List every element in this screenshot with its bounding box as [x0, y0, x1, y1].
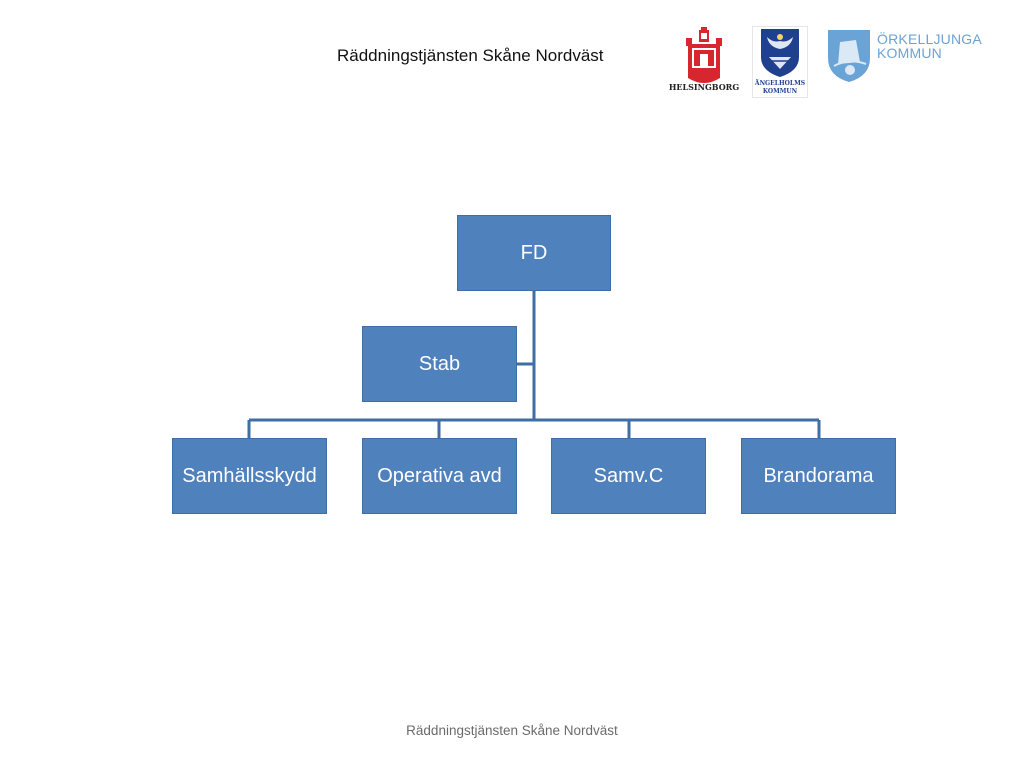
helsingborg-crest-icon [686, 27, 722, 83]
org-box-child-label: Samv.C [593, 464, 664, 487]
org-box-assistant: Stab [362, 326, 517, 402]
helsingborg-caption: HELSINGBORG [668, 82, 740, 92]
org-box-child: Samv.C [551, 438, 706, 514]
org-box-child: Operativa avd [362, 438, 517, 514]
header-title: Räddningstjänsten Skåne Nordväst [337, 46, 604, 65]
orkelljunga-logo [826, 28, 872, 82]
helsingborg-logo [672, 26, 736, 94]
angelholm-caption-line1: ÄNGELHOLMS [754, 80, 806, 87]
orkelljunga-bell-icon [828, 30, 870, 82]
org-box-child: Samhällsskydd [172, 438, 327, 514]
org-box-root-label: FD [520, 241, 548, 264]
org-box-root: FD [457, 215, 611, 291]
angelholm-logo [752, 26, 808, 98]
org-box-child: Brandorama [741, 438, 896, 514]
angelholm-angel-shield-icon [761, 29, 799, 77]
angelholm-caption-line2: KOMMUN [762, 88, 798, 95]
footer-text: Räddningstjänsten Skåne Nordväst [406, 723, 618, 738]
orkelljunga-name-line2: KOMMUN [877, 45, 942, 61]
org-box-child-label: Brandorama [763, 464, 874, 487]
org-box-child-label: Samhällsskydd [182, 464, 317, 487]
orkelljunga-name-line1: ÖRKELLJUNGA [877, 31, 982, 47]
org-box-assistant-label: Stab [418, 352, 461, 375]
org-box-child-label: Operativa avd [377, 464, 502, 487]
